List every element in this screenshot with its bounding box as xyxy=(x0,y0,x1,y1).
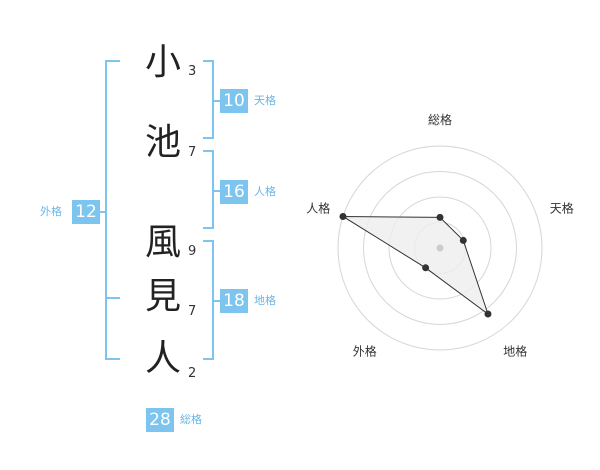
gaikaku-value: 12 xyxy=(72,200,100,224)
radar-point-4 xyxy=(422,264,430,272)
jinkaku-bracket xyxy=(203,150,214,229)
jinkaku-value: 16 xyxy=(220,180,248,204)
chikaku-bracket xyxy=(203,240,214,360)
soukaku-value: 28 xyxy=(146,408,174,432)
radar-axis-label-1: 総格 xyxy=(428,112,452,127)
jinkaku-label: 人格 xyxy=(254,185,276,198)
radar-area xyxy=(341,215,489,316)
radar-center-dot xyxy=(436,244,444,252)
stroke-count-5: 2 xyxy=(188,366,197,381)
radar-ring-3 xyxy=(363,171,517,325)
radar-axis-label-5: 人格 xyxy=(306,200,330,215)
name-char-2: 池 xyxy=(144,122,181,163)
radar-point-5 xyxy=(339,212,347,220)
gaikaku-label: 外格 xyxy=(40,205,62,218)
gaikaku-bracket xyxy=(105,60,120,360)
stroke-count-3: 9 xyxy=(188,244,197,259)
tenkaku-label: 天格 xyxy=(254,94,276,107)
tenkaku-bracket xyxy=(203,60,214,139)
chikaku-value: 18 xyxy=(220,289,248,313)
chikaku-label: 地格 xyxy=(254,294,276,307)
name-char-3: 風 xyxy=(144,222,181,263)
stroke-count-2: 7 xyxy=(188,145,197,160)
radar-axis-label-3: 地格 xyxy=(503,344,527,359)
radar-point-3 xyxy=(484,310,492,318)
tenkaku-value: 10 xyxy=(220,89,248,113)
stroke-count-1: 3 xyxy=(188,64,197,79)
radar-ring-4 xyxy=(337,145,543,351)
radar-points xyxy=(339,212,492,318)
radar-ring-2 xyxy=(388,196,492,300)
soukaku-label: 総格 xyxy=(180,413,202,426)
bracket-lines xyxy=(99,60,220,360)
radar-axis-label-2: 天格 xyxy=(550,200,574,215)
name-char-1: 小 xyxy=(144,42,181,83)
name-char-4: 見 xyxy=(144,276,181,317)
name-char-5: 人 xyxy=(144,338,181,379)
radar-point-2 xyxy=(459,236,467,244)
radar-point-1 xyxy=(436,213,444,221)
radar-axis-label-4: 外格 xyxy=(353,344,377,359)
stroke-count-4: 7 xyxy=(188,304,197,319)
